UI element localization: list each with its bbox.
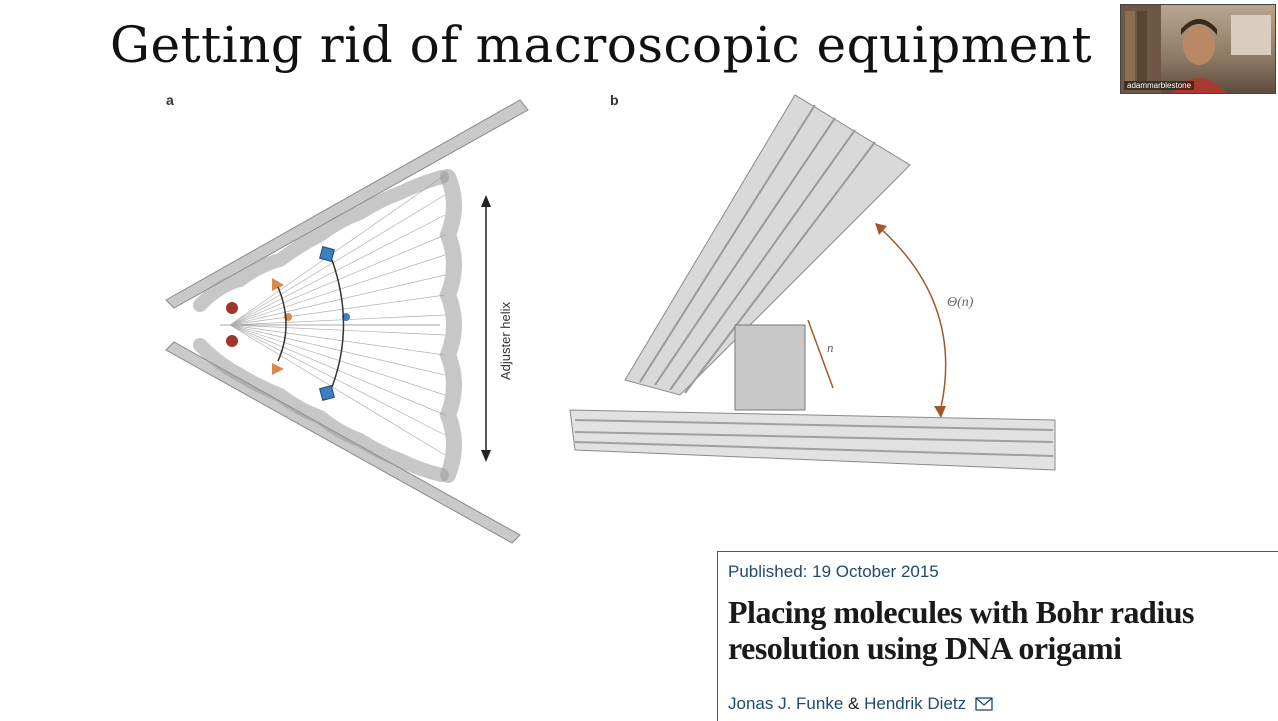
lattice-block <box>734 324 806 411</box>
author-link-funke[interactable]: Jonas J. Funke <box>728 694 844 713</box>
theta-label: Θ(n) <box>947 295 974 310</box>
lower-rod-bundle <box>569 409 1056 471</box>
orange-arc <box>277 286 287 362</box>
slide-title: Getting rid of macroscopic equipment <box>110 16 1093 74</box>
paper-citation-card: Published: 19 October 2015 Placing molec… <box>717 551 1278 721</box>
n-label: n <box>827 340 834 355</box>
dna-rod-figure-b: n Θ(n) <box>569 94 1056 471</box>
author-link-dietz[interactable]: Hendrik Dietz <box>864 694 967 713</box>
fan-strands <box>229 174 446 456</box>
participant-avatar <box>1121 5 1271 93</box>
blue-square-bottom <box>319 385 335 401</box>
n-arrow <box>807 319 834 389</box>
author-separator: & <box>848 694 860 713</box>
blue-square-top <box>319 246 335 262</box>
panel-a-label: a <box>166 92 174 108</box>
top-rod <box>165 99 529 309</box>
published-date: Published: 19 October 2015 <box>728 562 939 581</box>
blue-arc <box>331 259 345 388</box>
bottom-rod <box>165 341 521 544</box>
theta-arc <box>879 227 947 413</box>
paper-title: Placing molecules with Bohr radius resol… <box>728 594 1194 666</box>
upper-rod-bundle <box>624 94 911 396</box>
orange-triangle-top <box>272 278 284 291</box>
participant-name: adammarblestone <box>1124 81 1195 90</box>
participant-video-tile[interactable]: adammarblestone <box>1120 4 1276 94</box>
envelope-icon[interactable] <box>975 696 993 716</box>
panel-b-label: b <box>610 92 619 108</box>
adjuster-helix-label: Adjuster helix <box>498 301 513 380</box>
dna-hinge-figure-a: Adjuster helix <box>165 99 529 544</box>
right-helix-bundle <box>439 169 462 483</box>
author-list: Jonas J. Funke & Hendrik Dietz <box>728 694 993 716</box>
red-marker-top <box>226 302 238 314</box>
upper-helix-bundle <box>193 170 449 312</box>
red-marker-bottom <box>226 335 238 347</box>
lower-helix-bundle <box>193 338 449 482</box>
orange-triangle-bottom <box>272 363 284 375</box>
